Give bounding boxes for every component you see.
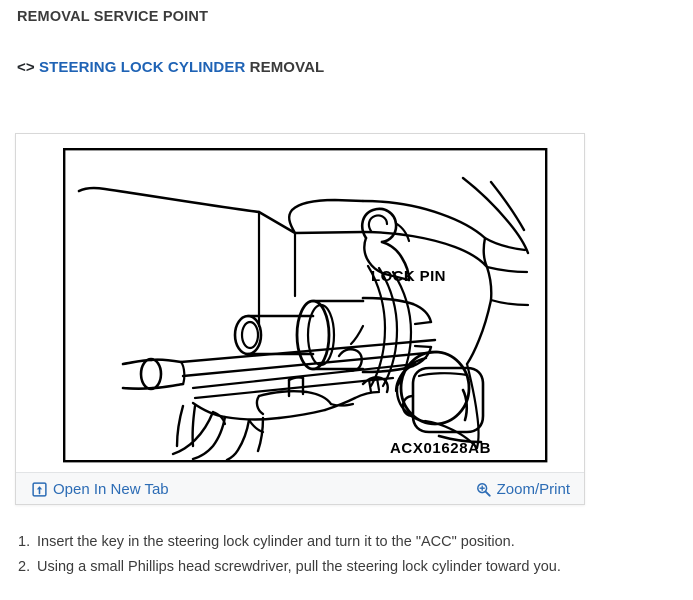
step-text: Using a small Phillips head screwdriver,…: [37, 559, 561, 575]
diagram-frame: [63, 148, 548, 463]
step-number: 1.: [18, 534, 31, 550]
open-in-new-tab-icon: [32, 481, 47, 497]
list-item: 1. Insert the key in the steering lock c…: [18, 530, 678, 555]
figure-toolbar: Open In New Tab Zoom/Print: [16, 472, 584, 504]
step-number: 2.: [18, 559, 31, 575]
steering-lock-cylinder-diagram: LOCK PIN ACX01628AB: [63, 148, 548, 463]
open-in-new-tab-button[interactable]: Open In New Tab: [32, 473, 169, 505]
open-in-new-tab-label: Open In New Tab: [53, 480, 169, 498]
lock-pin-callout: LOCK PIN: [371, 268, 446, 285]
figure-image-stage[interactable]: LOCK PIN ACX01628AB: [16, 134, 584, 473]
removal-steps-list: 1. Insert the key in the steering lock c…: [18, 530, 678, 580]
zoom-print-button[interactable]: Zoom/Print: [476, 473, 570, 505]
figure-panel: LOCK PIN ACX01628AB Open In New Tab: [15, 133, 585, 505]
zoom-print-label: Zoom/Print: [496, 480, 570, 498]
ignition-barrel: [399, 350, 471, 426]
page-title: REMOVAL SERVICE POINT: [17, 9, 209, 25]
section-marker: <>: [17, 59, 35, 76]
magnifier-plus-icon: [476, 482, 491, 497]
step-text: Insert the key in the steering lock cyli…: [37, 534, 515, 550]
cylinder-end-face: [233, 314, 263, 356]
list-item: 2. Using a small Phillips head screwdriv…: [18, 555, 678, 580]
steering-lock-cylinder-link[interactable]: STEERING LOCK CYLINDER: [39, 59, 246, 76]
section-heading-trailing: REMOVAL: [245, 59, 325, 76]
diagram-linework: [77, 176, 530, 462]
section-heading: <> STEERING LOCK CYLINDER REMOVAL: [17, 59, 324, 76]
part-number-label: ACX01628AB: [390, 440, 491, 457]
